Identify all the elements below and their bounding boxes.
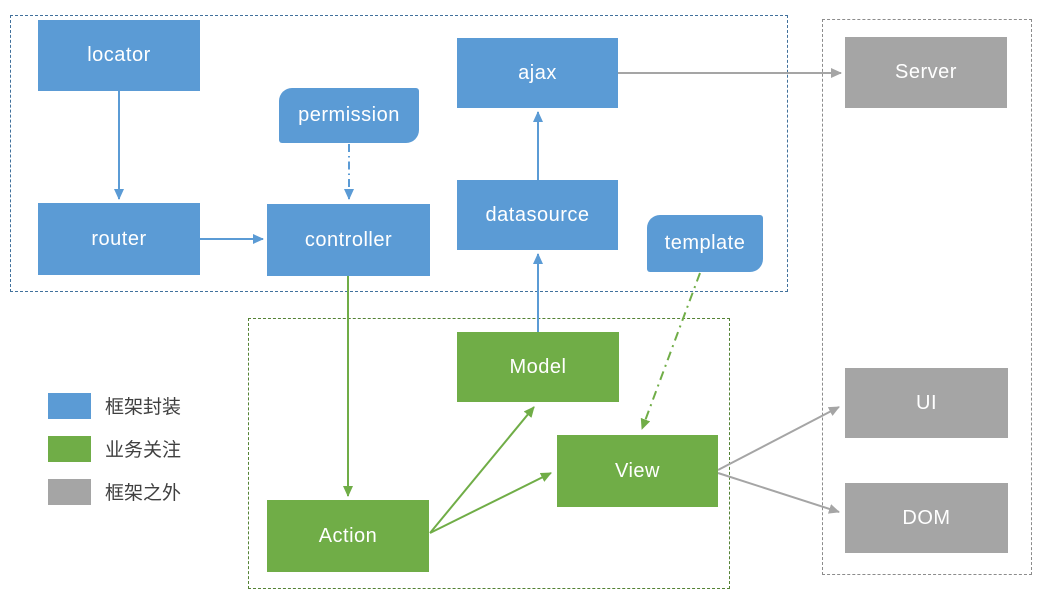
node-view: View [557, 435, 718, 507]
node-ajax-label: ajax [518, 61, 557, 84]
node-view-label: View [615, 459, 660, 482]
edge-view-ui [717, 406, 840, 471]
node-model-label: Model [509, 355, 567, 378]
node-datasource: datasource [457, 180, 618, 250]
node-action-label: Action [318, 524, 378, 547]
node-router: router [38, 203, 200, 275]
node-locator-label: locator [87, 44, 151, 66]
legend-label-business: 业务关注 [105, 440, 182, 461]
legend-swatch-framework [48, 392, 91, 419]
node-ui: UI [845, 368, 1008, 438]
framework-group-container [10, 15, 788, 292]
node-locator: locator [38, 20, 200, 91]
legend: 框架封装 业务关注 框架之外 [48, 392, 181, 505]
node-controller: controller [267, 204, 430, 276]
node-ui-label: UI [916, 391, 937, 414]
legend-item-framework: 框架封装 [48, 392, 181, 419]
node-router-label: router [91, 227, 147, 250]
node-template: template [647, 215, 763, 272]
external-group-container [822, 19, 1032, 575]
legend-item-business: 业务关注 [48, 435, 181, 462]
edge-view-dom [717, 472, 840, 514]
node-dom-label: DOM [902, 506, 951, 529]
node-permission: permission [279, 88, 419, 143]
node-server: Server [845, 37, 1007, 108]
legend-label-external: 框架之外 [105, 483, 182, 504]
node-model: Model [457, 332, 619, 402]
node-server-label: Server [895, 61, 957, 83]
node-controller-label: controller [304, 228, 393, 251]
node-action: Action [267, 500, 429, 572]
node-template-label: template [664, 232, 746, 254]
node-permission-label: permission [298, 104, 400, 126]
legend-label-framework: 框架封装 [105, 397, 182, 418]
node-ajax: ajax [457, 38, 618, 108]
legend-item-external: 框架之外 [48, 478, 181, 505]
legend-swatch-business [48, 435, 91, 462]
node-dom: DOM [845, 483, 1008, 553]
legend-swatch-external [48, 478, 91, 505]
node-datasource-label: datasource [485, 203, 590, 226]
